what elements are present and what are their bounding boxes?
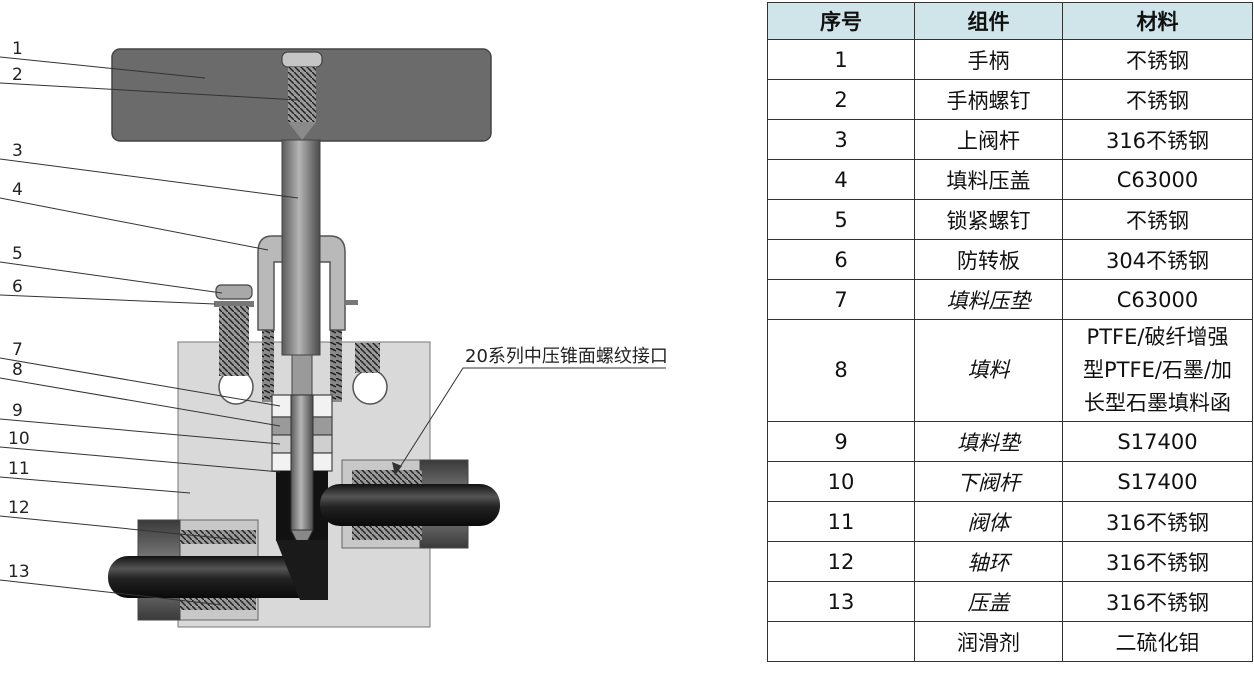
row-no: 4 — [767, 159, 915, 200]
row-part: 手柄螺钉 — [914, 79, 1063, 120]
row-material: 不锈钢 — [1062, 79, 1253, 120]
row-material: C63000 — [1062, 279, 1253, 320]
row-part: 手柄 — [914, 39, 1063, 80]
row-part: 润滑剂 — [914, 621, 1063, 662]
upper-stem — [281, 139, 321, 356]
row-no: 8 — [767, 319, 915, 422]
header-no: 序号 — [767, 2, 915, 40]
table-header: 序号 组件 材料 — [767, 2, 1253, 40]
row-part: 防转板 — [914, 239, 1063, 280]
callout-4: 4 — [12, 180, 23, 200]
callout-2: 2 — [12, 65, 23, 85]
row-material: 不锈钢 — [1062, 199, 1253, 240]
callout-11: 11 — [8, 459, 30, 479]
row-no: 13 — [767, 581, 915, 622]
row-no: 5 — [767, 199, 915, 240]
row-no: 1 — [767, 39, 915, 80]
row-material: PTFE/破纤增强 型PTFE/石墨/加 长型石墨填料函 — [1062, 319, 1253, 422]
row-material: 316不锈钢 — [1062, 501, 1253, 542]
packing-nut — [257, 235, 346, 331]
row-no: 9 — [767, 421, 915, 462]
row-part: 阀体 — [914, 501, 1063, 542]
row-no: 12 — [767, 541, 915, 582]
material-line: PTFE/破纤增强 — [1086, 325, 1229, 349]
leader-lines — [0, 56, 666, 606]
left-tube — [108, 556, 323, 598]
row-material: 316不锈钢 — [1062, 119, 1253, 160]
row-material: 316不锈钢 — [1062, 581, 1253, 622]
row-material: C63000 — [1062, 159, 1253, 200]
row-material: 二硫化钼 — [1062, 621, 1253, 662]
callout-6: 6 — [12, 277, 23, 297]
header-material: 材料 — [1062, 2, 1253, 40]
callout-3: 3 — [12, 141, 23, 161]
table-row: 8 填料 PTFE/破纤增强 型PTFE/石墨/加 长型石墨填料函 — [767, 319, 1253, 422]
row-part: 填料压盖 — [914, 159, 1063, 200]
row-material: S17400 — [1062, 461, 1253, 502]
row-material: 304不锈钢 — [1062, 239, 1253, 280]
row-part: 填料垫 — [914, 421, 1063, 462]
callout-9: 9 — [12, 401, 23, 421]
row-part: 填料 — [914, 319, 1063, 422]
callout-10: 10 — [8, 429, 30, 449]
header-part: 组件 — [914, 2, 1063, 40]
callout-7: 7 — [12, 340, 23, 360]
row-material: 不锈钢 — [1062, 39, 1253, 80]
row-no: 3 — [767, 119, 915, 160]
row-part: 下阀杆 — [914, 461, 1063, 502]
row-part: 压盖 — [914, 581, 1063, 622]
row-part: 上阀杆 — [914, 119, 1063, 160]
row-no: 2 — [767, 79, 915, 120]
callout-13: 13 — [8, 562, 30, 582]
row-no: 11 — [767, 501, 915, 542]
lower-stem — [290, 394, 314, 531]
material-line: 长型石墨填料函 — [1084, 391, 1231, 415]
callout-8: 8 — [12, 360, 23, 380]
right-tube — [320, 484, 500, 526]
row-part: 锁紧螺钉 — [914, 199, 1063, 240]
row-no: 7 — [767, 279, 915, 320]
callout-12: 12 — [8, 498, 30, 518]
row-part: 填料压垫 — [914, 279, 1063, 320]
row-no: 10 — [767, 461, 915, 502]
row-no: 6 — [767, 239, 915, 280]
material-line: 型PTFE/石墨/加 — [1083, 358, 1232, 382]
row-material: 316不锈钢 — [1062, 541, 1253, 582]
valve-diagram: 1 2 3 4 5 6 7 8 9 10 11 12 13 20系列中压锥面螺纹… — [0, 39, 668, 628]
callout-5: 5 — [12, 244, 23, 264]
row-part: 轴环 — [914, 541, 1063, 582]
row-no — [767, 621, 915, 662]
connection-label: 20系列中压锥面螺纹接口 — [465, 346, 668, 367]
row-material: S17400 — [1062, 421, 1253, 462]
callout-1: 1 — [12, 39, 23, 59]
table-row: 润滑剂二硫化钼 — [767, 621, 1253, 662]
